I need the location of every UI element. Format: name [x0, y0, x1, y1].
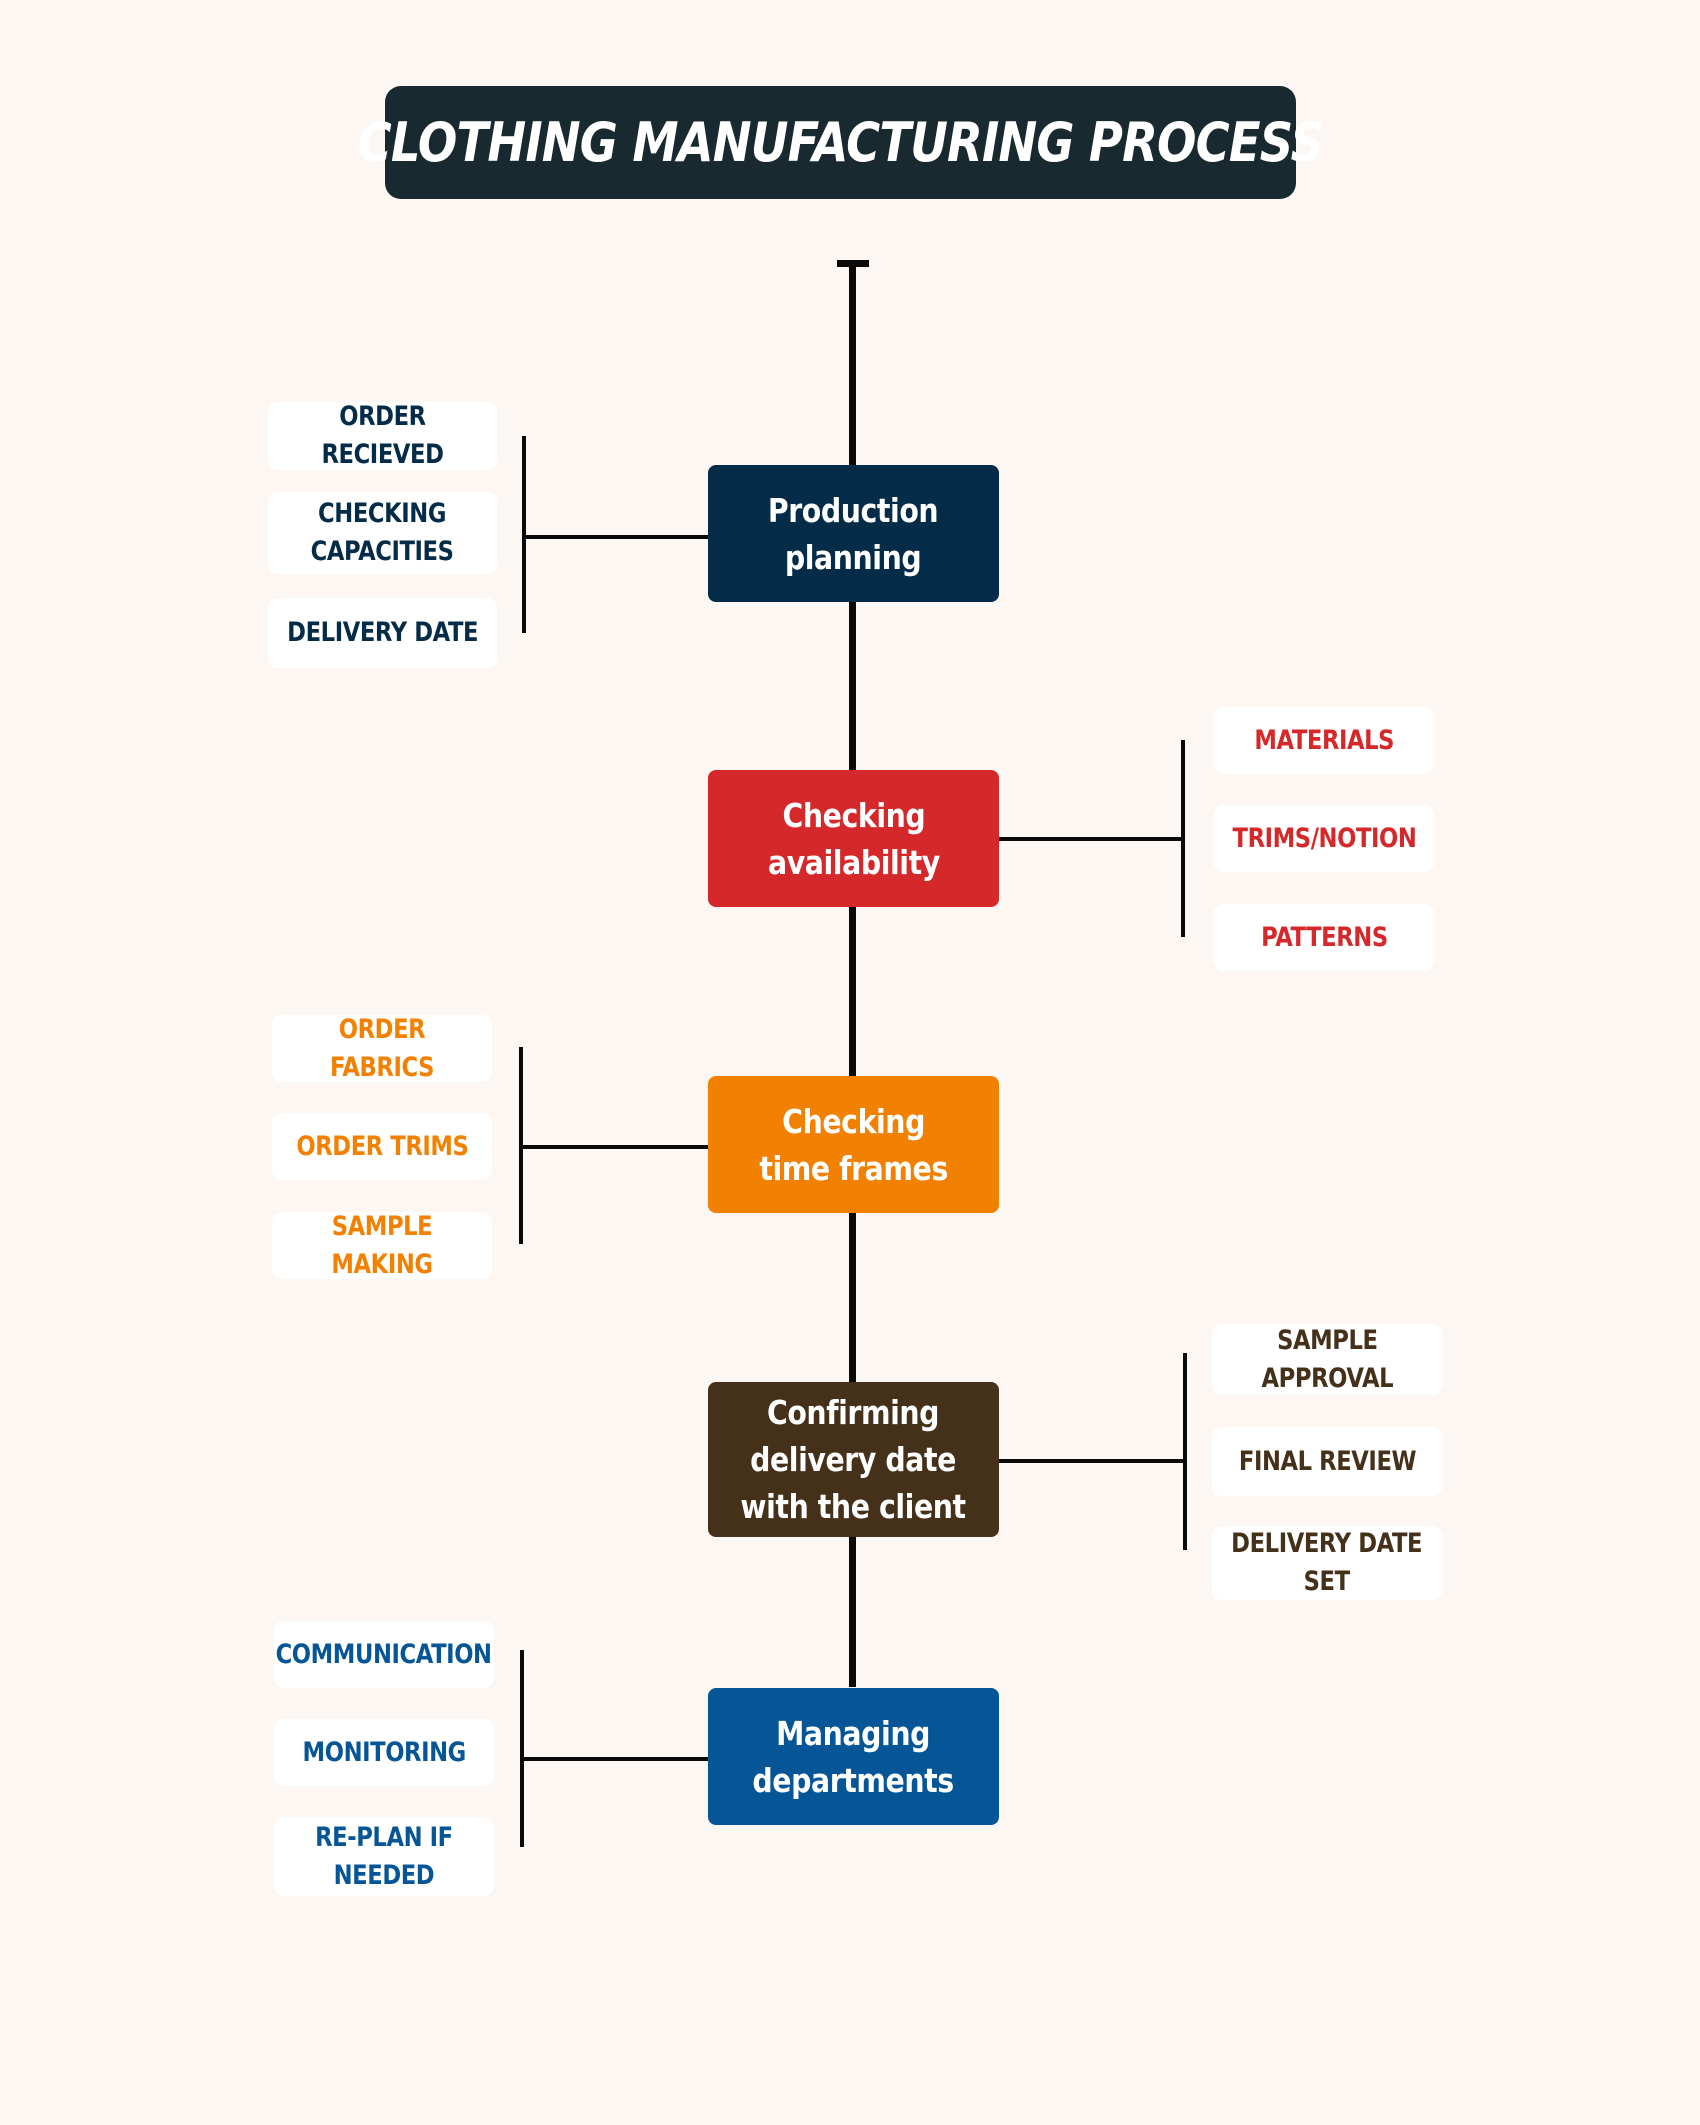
- item-label: COMMUNICATION: [275, 1638, 493, 1670]
- item-order-fabrics: ORDER FABRICS: [272, 1014, 492, 1083]
- item-label: DELIVERY DATE: [287, 617, 478, 648]
- step-label: Checking time frames: [759, 1101, 948, 1188]
- item-label: SAMPLE MAKING: [331, 1210, 433, 1280]
- timeline-spine: [849, 262, 856, 1687]
- diagram-title: CLOTHING MANUFACTURING PROCESS: [357, 111, 1324, 174]
- item-sample-approval: SAMPLE APPROVAL: [1212, 1324, 1442, 1395]
- item-label: RE-PLAN IF NEEDED: [315, 1821, 453, 1891]
- bracket-line: [1181, 740, 1185, 937]
- step-checking-availability: Checking availability: [708, 770, 999, 907]
- item-order-received: ORDER RECIEVED: [268, 401, 497, 470]
- connector-line: [999, 837, 1183, 841]
- step-managing-departments: Managing departments: [708, 1688, 999, 1825]
- item-label: ORDER TRIMS: [295, 1130, 469, 1162]
- item-patterns: PATTERNS: [1214, 904, 1434, 971]
- item-monitoring: MONITORING: [274, 1719, 494, 1786]
- connector-line: [522, 1757, 708, 1761]
- item-checking-capacities: CHECKING CAPACITIES: [268, 492, 497, 574]
- connector-line: [524, 535, 708, 539]
- step-label: Managing departments: [752, 1713, 955, 1800]
- item-communication: COMMUNICATION: [274, 1621, 494, 1688]
- item-final-review: FINAL REVIEW: [1212, 1427, 1442, 1496]
- item-label: FINAL REVIEW: [1238, 1445, 1416, 1477]
- bracket-line: [522, 436, 526, 633]
- title-banner: CLOTHING MANUFACTURING PROCESS: [358, 86, 1324, 199]
- bracket-line: [1183, 1353, 1187, 1550]
- step-confirming-delivery-date: Confirming delivery date with the client: [708, 1382, 999, 1537]
- item-order-trims: ORDER TRIMS: [272, 1113, 492, 1180]
- item-label: CHECKING CAPACITIES: [311, 498, 454, 567]
- item-label: PATTERNS: [1260, 921, 1388, 953]
- step-label: Confirming delivery date with the client: [740, 1393, 967, 1526]
- item-delivery-date-set: DELIVERY DATE SET: [1212, 1526, 1442, 1600]
- item-label: ORDER FABRICS: [329, 1013, 435, 1083]
- step-production-planning: Production planning: [708, 465, 999, 602]
- step-label: Checking availability: [767, 795, 940, 882]
- step-label: Production planning: [768, 490, 939, 577]
- step-checking-time-frames: Checking time frames: [708, 1076, 999, 1213]
- item-label: TRIMS/NOTION: [1232, 822, 1416, 854]
- connector-line: [521, 1145, 708, 1149]
- bracket-line: [520, 1650, 524, 1847]
- item-label: DELIVERY DATE SET: [1231, 1528, 1423, 1597]
- item-label: MONITORING: [302, 1736, 466, 1768]
- item-materials: MATERIALS: [1214, 707, 1434, 774]
- timeline-cap: [837, 260, 869, 267]
- item-label: MATERIALS: [1254, 724, 1394, 756]
- item-label: SAMPLE APPROVAL: [1261, 1324, 1393, 1394]
- item-trims-notion: TRIMS/NOTION: [1214, 805, 1434, 872]
- item-label: ORDER RECIEVED: [321, 401, 444, 470]
- item-delivery-date: DELIVERY DATE: [268, 598, 497, 668]
- connector-line: [999, 1459, 1185, 1463]
- item-re-plan-if-needed: RE-PLAN IF NEEDED: [274, 1817, 494, 1896]
- item-sample-making: SAMPLE MAKING: [272, 1211, 492, 1280]
